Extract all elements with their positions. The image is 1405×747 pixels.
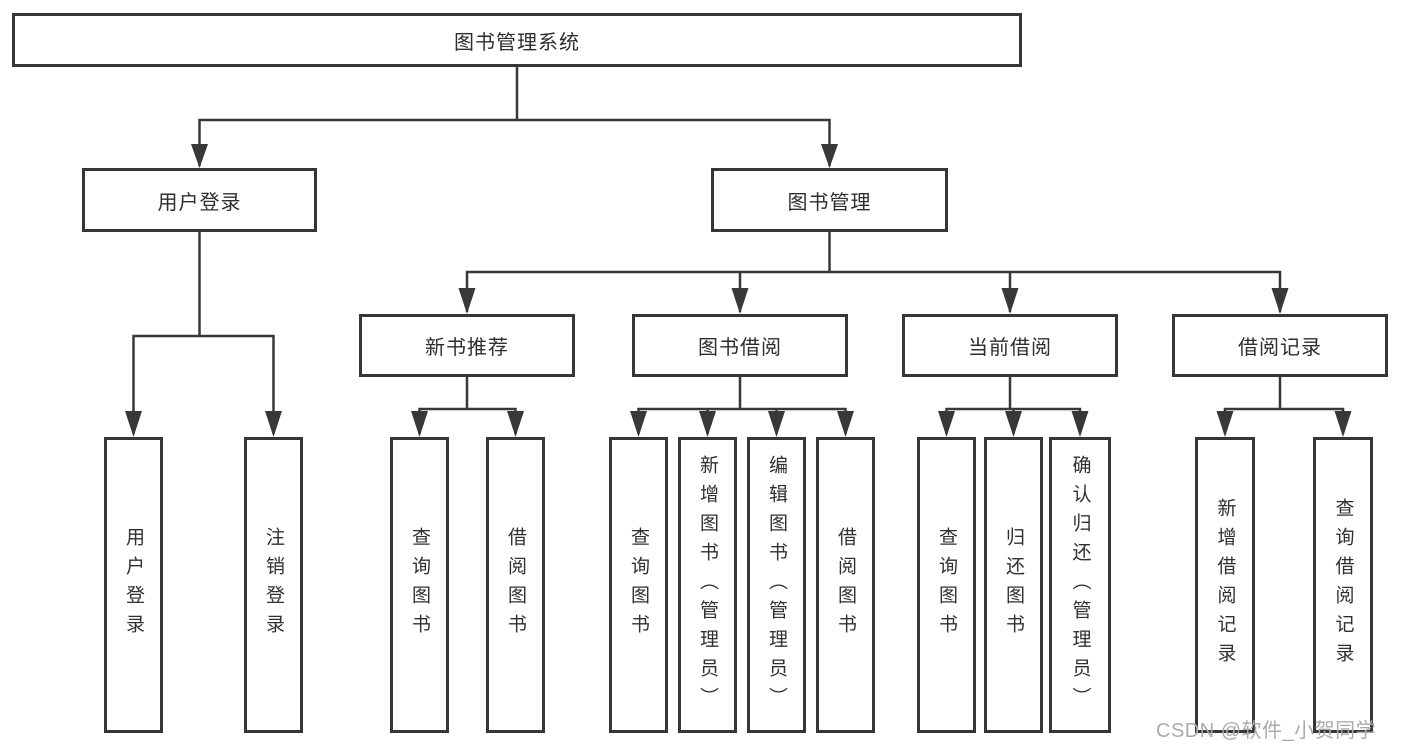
leaf-label: 借阅图书: [835, 527, 856, 643]
leaf-query-borrow-record: 查询借阅记录: [1313, 437, 1373, 733]
node-label: 图书管理系统: [454, 31, 580, 54]
node-label: 图书管理: [787, 191, 872, 214]
node-label: 新书推荐: [425, 337, 509, 359]
leaf-confirm-return-admin: 确认归还（管理员）: [1049, 437, 1111, 733]
leaf-label: 查询借阅记录: [1332, 498, 1354, 672]
leaf-edit-book-admin: 编辑图书（管理员）: [747, 437, 806, 733]
leaf-return-books: 归还图书: [984, 437, 1043, 733]
leaf-query-books-recommend: 查询图书: [390, 437, 449, 733]
leaf-label: 新增图书（管理员）: [697, 454, 718, 716]
leaf-label: 确认归还（管理员）: [1069, 454, 1091, 716]
leaf-label: 注销登录: [263, 527, 284, 643]
node-label: 当前借阅: [968, 337, 1052, 359]
leaf-user-login: 用户登录: [104, 437, 163, 733]
node-book-borrowing: 图书借阅: [632, 314, 848, 377]
leaf-query-books-borrowing: 查询图书: [609, 437, 668, 733]
leaf-logout: 注销登录: [244, 437, 303, 733]
node-book-management: 图书管理: [711, 168, 948, 232]
node-borrow-records: 借阅记录: [1172, 314, 1388, 377]
connector-segments: [132, 65, 1345, 434]
leaf-query-books-current: 查询图书: [917, 437, 976, 733]
leaf-label: 用户登录: [123, 527, 144, 643]
leaf-label: 查询图书: [409, 527, 430, 643]
leaf-add-borrow-record: 新增借阅记录: [1195, 437, 1255, 733]
node-label: 借阅记录: [1238, 337, 1322, 359]
leaf-label: 查询图书: [936, 527, 957, 643]
node-new-book-recommendation: 新书推荐: [359, 314, 575, 377]
node-label: 图书借阅: [698, 337, 782, 359]
leaf-borrow-books-borrowing: 借阅图书: [816, 437, 875, 733]
node-label: 用户登录: [157, 191, 242, 214]
leaf-label: 借阅图书: [505, 527, 526, 643]
node-user-login: 用户登录: [82, 168, 317, 232]
leaf-label: 归还图书: [1003, 527, 1024, 643]
node-library-management-system: 图书管理系统: [12, 13, 1022, 67]
node-current-borrowing: 当前借阅: [902, 314, 1118, 377]
leaf-borrow-books-recommend: 借阅图书: [486, 437, 545, 733]
leaf-label: 查询图书: [628, 527, 649, 643]
leaf-label: 编辑图书（管理员）: [766, 454, 787, 716]
leaf-label: 新增借阅记录: [1214, 498, 1236, 672]
leaf-add-book-admin: 新增图书（管理员）: [678, 437, 737, 733]
csdn-watermark: CSDN @软件_小贺同学: [1156, 720, 1377, 742]
